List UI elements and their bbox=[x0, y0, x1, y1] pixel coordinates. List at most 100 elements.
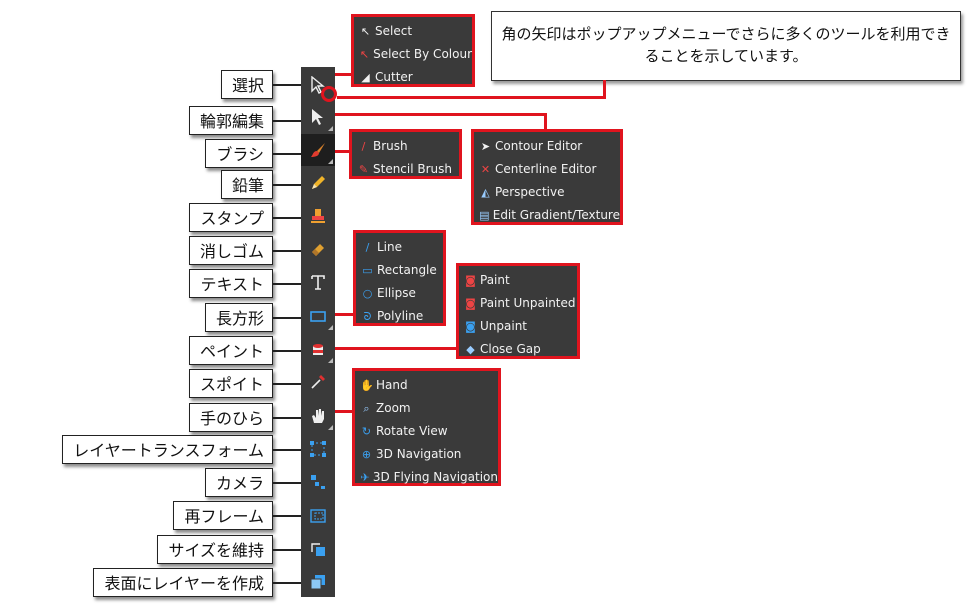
menu-item-3d-flying-navigation[interactable]: ✈3D Flying Navigation bbox=[355, 466, 498, 489]
menu-item-3d-navigation[interactable]: ⊕3D Navigation bbox=[355, 443, 498, 466]
pencil-tool-button[interactable] bbox=[301, 167, 335, 199]
stamp-tool-button[interactable] bbox=[301, 200, 335, 232]
label-maintain-size: サイズを維持 bbox=[157, 535, 273, 564]
unpaint-icon: ◙ bbox=[465, 320, 476, 333]
layer-transform-tool-button[interactable] bbox=[301, 433, 335, 465]
select-arrow-icon bbox=[311, 76, 325, 94]
menu-item-rectangle[interactable]: ▭Rectangle bbox=[356, 259, 443, 282]
label-pencil: 鉛筆 bbox=[220, 170, 273, 199]
connector-line bbox=[273, 283, 301, 285]
contour-editor-tool-button[interactable] bbox=[301, 101, 335, 133]
contour-editor-icon: ➤ bbox=[480, 140, 491, 153]
label-layer-transform: レイヤートランスフォーム bbox=[62, 435, 273, 464]
contour-menu-connector bbox=[544, 113, 547, 131]
line-icon: / bbox=[365, 241, 370, 254]
hand-popup-menu: ✋Hand ⌕Zoom ↻Rotate View ⊕3D Navigation … bbox=[352, 368, 501, 486]
label-stamp: スタンプ bbox=[189, 203, 273, 232]
menu-item-close-gap[interactable]: ◆Close Gap bbox=[459, 338, 577, 361]
menu-item-ellipse[interactable]: ○Ellipse bbox=[356, 282, 443, 305]
create-layer-on-surface-icon bbox=[310, 575, 325, 590]
hand-menu-connector bbox=[335, 410, 354, 413]
note-connector bbox=[337, 96, 606, 99]
create-layer-tool-button[interactable] bbox=[301, 566, 335, 598]
dropper-tool-button[interactable] bbox=[301, 366, 335, 398]
menu-item-rotate-view[interactable]: ↻Rotate View bbox=[355, 420, 498, 443]
menu-item-select-by-colour[interactable]: ↖Select By Colour bbox=[354, 43, 472, 66]
label-eraser: 消しゴム bbox=[188, 236, 273, 265]
connector-line bbox=[273, 184, 301, 186]
connector-line bbox=[273, 153, 301, 155]
connector-line bbox=[273, 84, 301, 86]
reframe-tool-button[interactable] bbox=[301, 500, 335, 532]
brush-icon bbox=[311, 143, 325, 157]
stamp-icon bbox=[311, 209, 325, 223]
menu-item-stencil-brush[interactable]: ✎Stencil Brush bbox=[352, 158, 459, 181]
3d-navigation-icon: ⊕ bbox=[361, 448, 372, 461]
contour-popup-menu: ➤Contour Editor ✕Centerline Editor ◭Pers… bbox=[471, 129, 623, 225]
connector-line bbox=[273, 449, 301, 451]
maintain-size-tool-button[interactable] bbox=[301, 533, 335, 565]
eraser-tool-button[interactable] bbox=[301, 233, 335, 265]
camera-tool-button[interactable] bbox=[301, 466, 335, 498]
connector-line bbox=[273, 582, 301, 584]
menu-item-perspective[interactable]: ◭Perspective bbox=[474, 181, 620, 204]
menu-item-edit-gradient-texture[interactable]: ▤Edit Gradient/Texture bbox=[474, 204, 620, 227]
rectangle-icon: ▭ bbox=[362, 264, 373, 277]
maintain-size-icon bbox=[311, 543, 325, 556]
menu-item-hand[interactable]: ✋Hand bbox=[355, 374, 498, 397]
perspective-icon: ◭ bbox=[481, 186, 490, 199]
menu-item-select[interactable]: ↖Select bbox=[354, 20, 472, 43]
stencil-brush-icon: ✎ bbox=[358, 163, 369, 176]
layer-transform-icon bbox=[310, 441, 326, 457]
label-contour-editor: 輪郭編集 bbox=[188, 106, 273, 135]
menu-item-paint[interactable]: ◙Paint bbox=[459, 269, 577, 292]
close-gap-icon: ◆ bbox=[466, 343, 475, 356]
connector-line bbox=[273, 250, 301, 252]
label-brush: ブラシ bbox=[205, 139, 273, 168]
select-tool-button[interactable] bbox=[301, 69, 335, 101]
reframe-icon bbox=[310, 509, 326, 523]
menu-item-cutter[interactable]: ◢Cutter bbox=[354, 66, 472, 89]
pencil-icon bbox=[312, 176, 325, 189]
brush-tool-button[interactable] bbox=[301, 134, 335, 166]
menu-item-line[interactable]: /Line bbox=[356, 236, 443, 259]
label-hand: 手のひら bbox=[188, 403, 273, 432]
popup-indicator-icon bbox=[328, 358, 333, 363]
select-menu-connector bbox=[335, 73, 353, 76]
menu-item-unpaint[interactable]: ◙Unpaint bbox=[459, 315, 577, 338]
zoom-icon: ⌕ bbox=[363, 402, 370, 415]
label-paint: ペイント bbox=[188, 336, 273, 365]
popup-indicator-icon bbox=[328, 425, 333, 430]
note-connector bbox=[603, 80, 606, 99]
connector-line bbox=[273, 417, 301, 419]
label-camera: カメラ bbox=[204, 468, 273, 497]
menu-item-centerline-editor[interactable]: ✕Centerline Editor bbox=[474, 158, 620, 181]
connector-line bbox=[273, 383, 301, 385]
ellipse-icon: ○ bbox=[362, 287, 373, 300]
select-popup-menu: ↖Select ↖Select By Colour ◢Cutter bbox=[351, 14, 475, 87]
popup-indicator-icon bbox=[328, 126, 333, 131]
menu-item-brush[interactable]: /Brush bbox=[352, 135, 459, 158]
text-icon bbox=[311, 275, 325, 290]
label-text: テキスト bbox=[189, 269, 273, 298]
rotate-view-icon: ↻ bbox=[361, 425, 372, 438]
note-callout: 角の矢印はポップアップメニューでさらに多くのツールを利用できることを示しています… bbox=[491, 11, 961, 81]
paint-tool-button[interactable] bbox=[301, 333, 335, 365]
connector-line bbox=[273, 549, 301, 551]
rectangle-icon bbox=[310, 311, 326, 322]
shape-menu-connector bbox=[335, 313, 355, 316]
hand-tool-button[interactable] bbox=[301, 400, 335, 432]
menu-item-contour-editor[interactable]: ➤Contour Editor bbox=[474, 135, 620, 158]
menu-item-zoom[interactable]: ⌕Zoom bbox=[355, 397, 498, 420]
menu-item-paint-unpainted[interactable]: ◙Paint Unpainted bbox=[459, 292, 577, 315]
centerline-editor-icon: ✕ bbox=[480, 163, 491, 176]
label-dropper: スポイト bbox=[188, 369, 273, 398]
3d-flying-navigation-icon: ✈ bbox=[360, 471, 370, 484]
rectangle-tool-button[interactable] bbox=[301, 300, 335, 332]
polyline-icon: ᘐ bbox=[363, 310, 372, 323]
text-tool-button[interactable] bbox=[301, 266, 335, 298]
brush-icon: / bbox=[361, 140, 366, 153]
camera-icon bbox=[311, 475, 325, 489]
dropper-icon bbox=[311, 375, 325, 389]
